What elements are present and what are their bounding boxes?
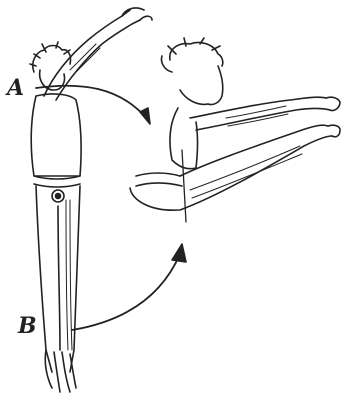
pike-figure-jaw <box>180 90 208 104</box>
pike-figure <box>130 38 340 222</box>
arrow-a <box>36 86 148 120</box>
pike-figure-leg-upper <box>180 125 328 176</box>
standing-figure-feet <box>45 350 76 392</box>
arrow-b-head <box>172 244 186 262</box>
pike-figure-hair <box>161 38 222 72</box>
pike-figure-feet <box>328 125 340 137</box>
standing-figure <box>30 8 152 392</box>
center-of-gravity-dot <box>56 194 61 199</box>
standing-figure-leg-split <box>58 206 60 350</box>
point-label-b: B <box>18 315 37 337</box>
pike-figure-hands <box>326 97 340 110</box>
standing-figure-left-leg <box>36 186 52 372</box>
standing-figure-right-hand <box>122 8 152 20</box>
pike-figure-face <box>208 66 223 105</box>
standing-figure-waistband <box>34 176 80 187</box>
standing-figure-arm-stripe <box>70 44 100 74</box>
standing-figure-hair <box>30 42 71 72</box>
pike-figure-hip <box>136 173 182 186</box>
pike-figure-leg-stripe <box>190 146 302 198</box>
arrow-b <box>72 254 180 330</box>
standing-figure-torso <box>31 94 81 176</box>
point-label-a: A <box>7 77 24 99</box>
arrow-a-head <box>140 108 150 124</box>
pike-figure-arm-upper <box>190 97 326 118</box>
standing-figure-leg-stripe <box>66 200 72 350</box>
